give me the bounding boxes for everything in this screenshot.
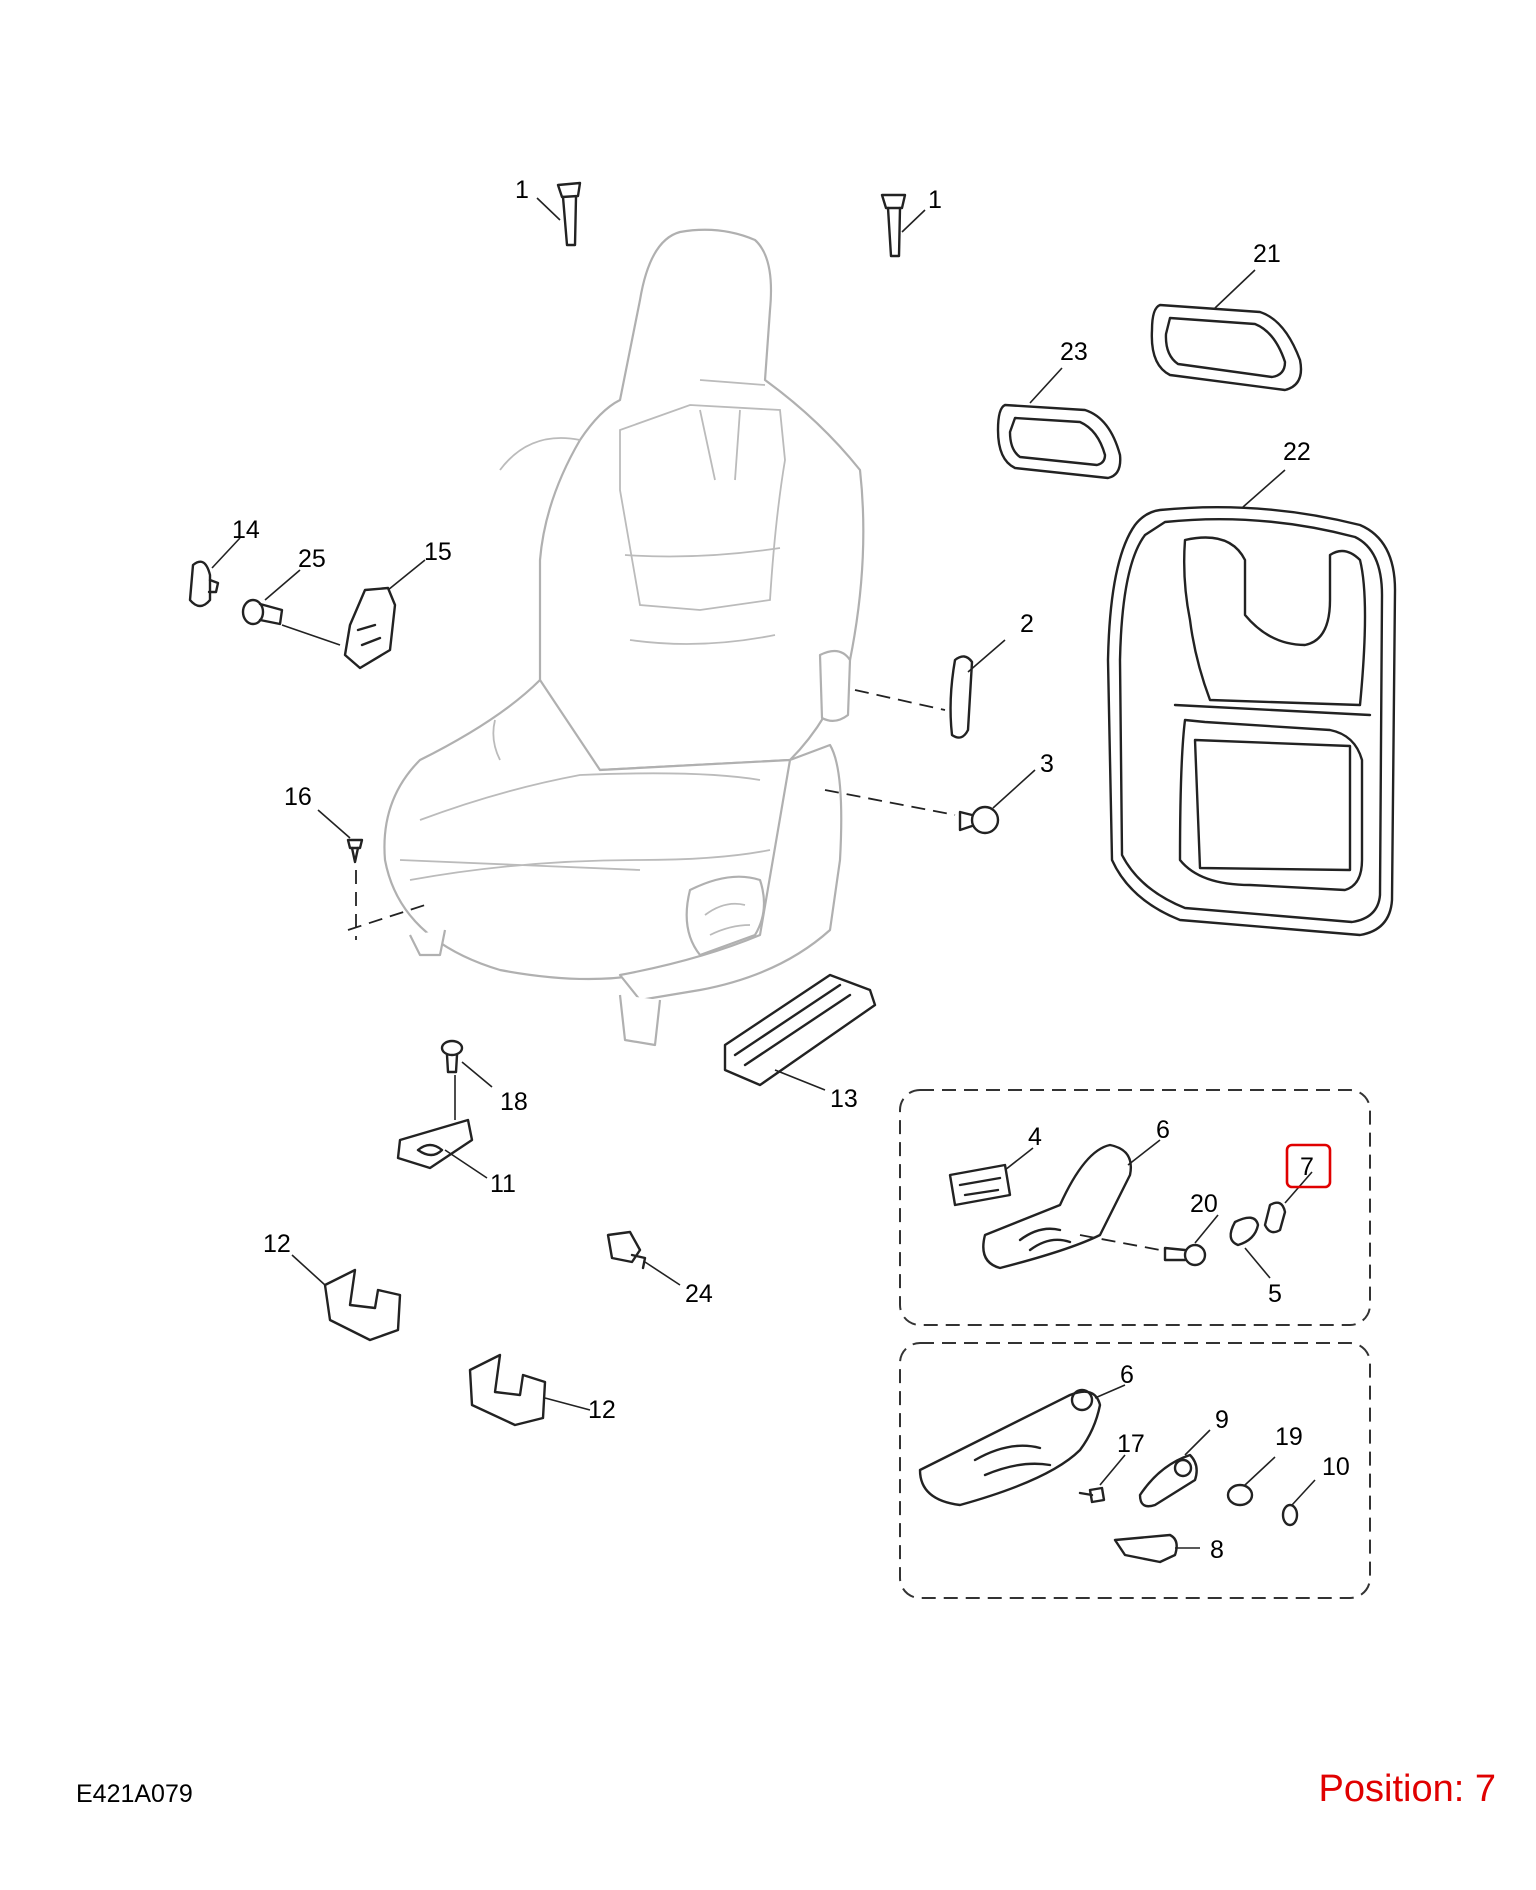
part-3-screw [824,769,1036,835]
part-21-trim-frame [1150,269,1303,392]
part-1-stud-left [536,181,582,247]
part-8-handle [1113,1533,1200,1564]
part-24-clip [606,1230,681,1286]
callout-18: 18 [500,1088,528,1116]
callout-12-lower: 12 [588,1396,616,1424]
part-23-trim-frame [996,367,1122,480]
callout-5: 5 [1268,1280,1282,1308]
callout-8: 8 [1210,1536,1224,1564]
callout-12-upper: 12 [263,1230,291,1258]
part-11-bracket [396,1118,488,1179]
callout-2: 2 [1020,610,1034,638]
callouts: 1 1 21 23 22 14 25 15 2 3 16 18 11 13 4 … [232,176,1350,1564]
callout-25: 25 [298,545,326,573]
part-5-knob [1229,1216,1271,1279]
callout-6-upper: 6 [1156,1116,1170,1144]
part-13-rail-cover [723,973,877,1091]
part-15-bracket [281,559,426,670]
part-25-bolt [241,569,301,626]
callout-16: 16 [284,783,312,811]
part-9-lever-knob [1138,1429,1211,1508]
position-label: Position: 7 [1318,1768,1496,1810]
part-6-switch-cover-upper [982,1139,1161,1270]
callout-13: 13 [830,1085,858,1113]
callout-21: 21 [1253,240,1281,268]
callout-20: 20 [1190,1190,1218,1218]
part-6-switch-cover-lower [918,1384,1126,1507]
callout-11: 11 [490,1170,516,1198]
callout-22: 22 [1283,438,1311,466]
part-14-knob [188,537,241,608]
callout-24: 24 [685,1280,713,1308]
callout-9: 9 [1215,1406,1229,1434]
callout-19: 19 [1275,1423,1303,1451]
highlight-box-part-7 [1285,1143,1332,1189]
part-12-clip-upper [291,1254,402,1342]
part-17-screw [1078,1454,1126,1504]
group-box-lever-assembly [899,1342,1371,1599]
callout-14: 14 [232,516,260,544]
group-box-switch-assembly [899,1089,1371,1326]
part-4-switch-module [948,1147,1034,1207]
callout-7: 7 [1300,1153,1314,1181]
callout-1-right: 1 [928,186,942,214]
callout-23: 23 [1060,338,1088,366]
part-7-knob [1263,1143,1332,1234]
callout-3: 3 [1040,750,1054,778]
callout-17: 17 [1117,1430,1145,1458]
callout-1-left: 1 [515,176,529,204]
part-1-stud-right [880,193,926,258]
part-2-trim-strip [854,639,1006,739]
part-10-clip-ring [1281,1479,1316,1527]
seat-assembly-drawing [383,228,865,1047]
callout-4: 4 [1028,1123,1042,1151]
part-22-seat-back-panel [1106,469,1397,937]
part-18-bolt [440,1039,493,1120]
part-12-clip-lower [468,1353,591,1427]
part-19-cap [1226,1456,1276,1507]
callout-15: 15 [424,538,452,566]
diagram-code: E421A079 [76,1780,193,1808]
part-20-screw [1079,1214,1219,1267]
callout-6-lower: 6 [1120,1361,1134,1389]
callout-10: 10 [1322,1453,1350,1481]
part-16-screw [317,809,426,940]
